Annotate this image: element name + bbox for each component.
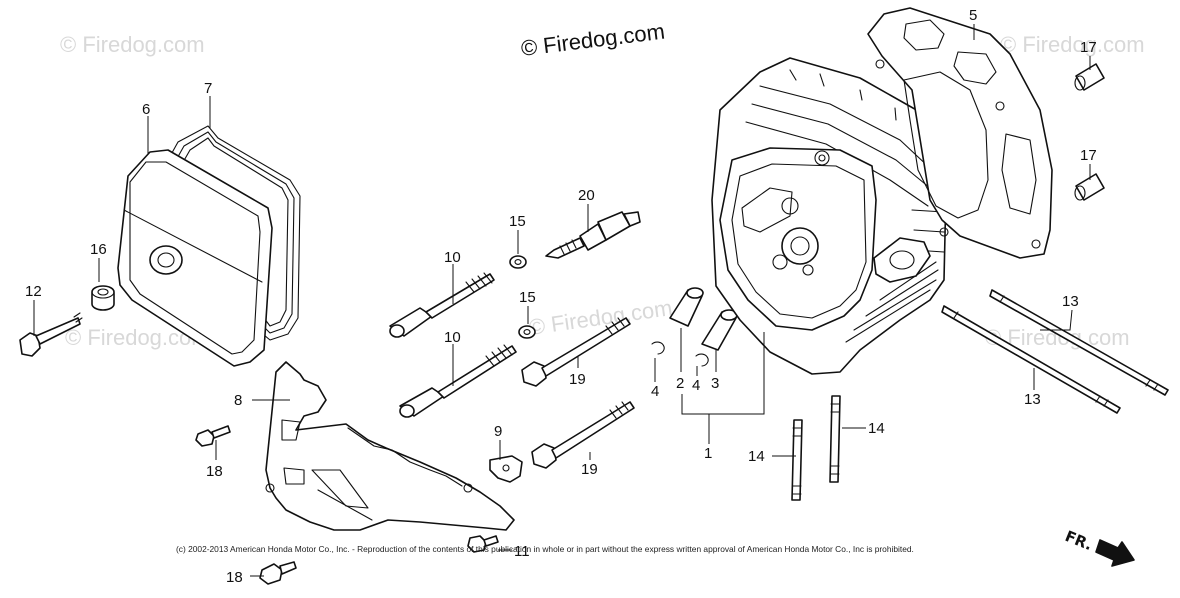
- washer-lower: [518, 325, 536, 339]
- shroud-bolt: [467, 535, 499, 553]
- grommet: [91, 285, 115, 311]
- watermark-faint: © Firedog.com: [1000, 32, 1145, 57]
- watermark-main: © Firedog.com: [520, 19, 667, 61]
- head-bolt-upper: [521, 317, 631, 387]
- callout-17-lower: 17: [1080, 147, 1097, 164]
- head-bolt-lower: [531, 401, 635, 469]
- callout-13-upper: 13: [1062, 293, 1079, 310]
- callouts: 7 6 16 12 8 9 10 10 15 15 20 19 19 4 2 4…: [25, 7, 1097, 586]
- stud-short-b: [829, 395, 841, 483]
- callout-15-upper: 15: [509, 213, 526, 230]
- callout-16: 16: [90, 241, 107, 258]
- spark-plug: [545, 211, 641, 259]
- valve-guide-ex: [701, 309, 738, 351]
- watermark-faint: © Firedog.com: [60, 32, 205, 57]
- pivot-bolt-upper: [389, 272, 495, 338]
- callout-14-left: 14: [748, 448, 765, 465]
- stud-bolt-long-b: [989, 289, 1169, 396]
- callout-10-upper: 10: [444, 249, 461, 266]
- flange-bolt-lower: [259, 561, 297, 585]
- callout-2: 2: [676, 375, 684, 392]
- stud-bolt-long-a: [941, 305, 1121, 414]
- valve-guide-in: [669, 287, 704, 327]
- front-direction-indicator: FR.: [1063, 527, 1135, 567]
- callout-4-right: 4: [692, 377, 700, 394]
- dowel-pin-lower: [1074, 173, 1105, 201]
- clip-lower: [695, 353, 709, 367]
- callout-17-upper: 17: [1080, 39, 1097, 56]
- pivot-bolt-lower: [399, 344, 517, 418]
- front-label: FR.: [1063, 527, 1096, 554]
- leader-lines: [33, 24, 1091, 577]
- callout-20: 20: [578, 187, 595, 204]
- cylinder-head: [711, 57, 947, 375]
- callout-13-lower: 13: [1024, 391, 1041, 408]
- callout-3: 3: [711, 375, 719, 392]
- head-gasket: [867, 7, 1053, 259]
- copyright-notice: (c) 2002-2013 American Honda Motor Co., …: [176, 544, 914, 554]
- cylinder-head-shroud: [265, 361, 515, 531]
- callout-7: 7: [204, 80, 212, 97]
- callout-8: 8: [234, 392, 242, 409]
- callout-12: 12: [25, 283, 42, 300]
- callout-18-lower: 18: [226, 569, 243, 586]
- callout-18-upper: 18: [206, 463, 223, 480]
- cover-bolt: [19, 312, 83, 357]
- callout-6: 6: [142, 101, 150, 118]
- callout-10-lower: 10: [444, 329, 461, 346]
- clip-upper: [651, 341, 665, 355]
- callout-11: 11: [514, 543, 530, 560]
- head-cover: [117, 149, 273, 367]
- callout-19-lower: 19: [581, 461, 598, 478]
- washer-upper: [509, 255, 527, 269]
- shroud-bracket: [489, 455, 523, 483]
- callout-15-lower: 15: [519, 289, 536, 306]
- callout-5: 5: [969, 7, 977, 24]
- callout-14-right: 14: [868, 420, 885, 437]
- stud-short-a: [791, 419, 803, 501]
- dowel-pin-upper: [1074, 63, 1105, 91]
- callout-4-left: 4: [651, 383, 659, 400]
- flange-bolt-upper: [195, 425, 231, 447]
- callout-1: 1: [704, 445, 712, 462]
- callout-19-upper: 19: [569, 371, 586, 388]
- callout-9: 9: [494, 423, 502, 440]
